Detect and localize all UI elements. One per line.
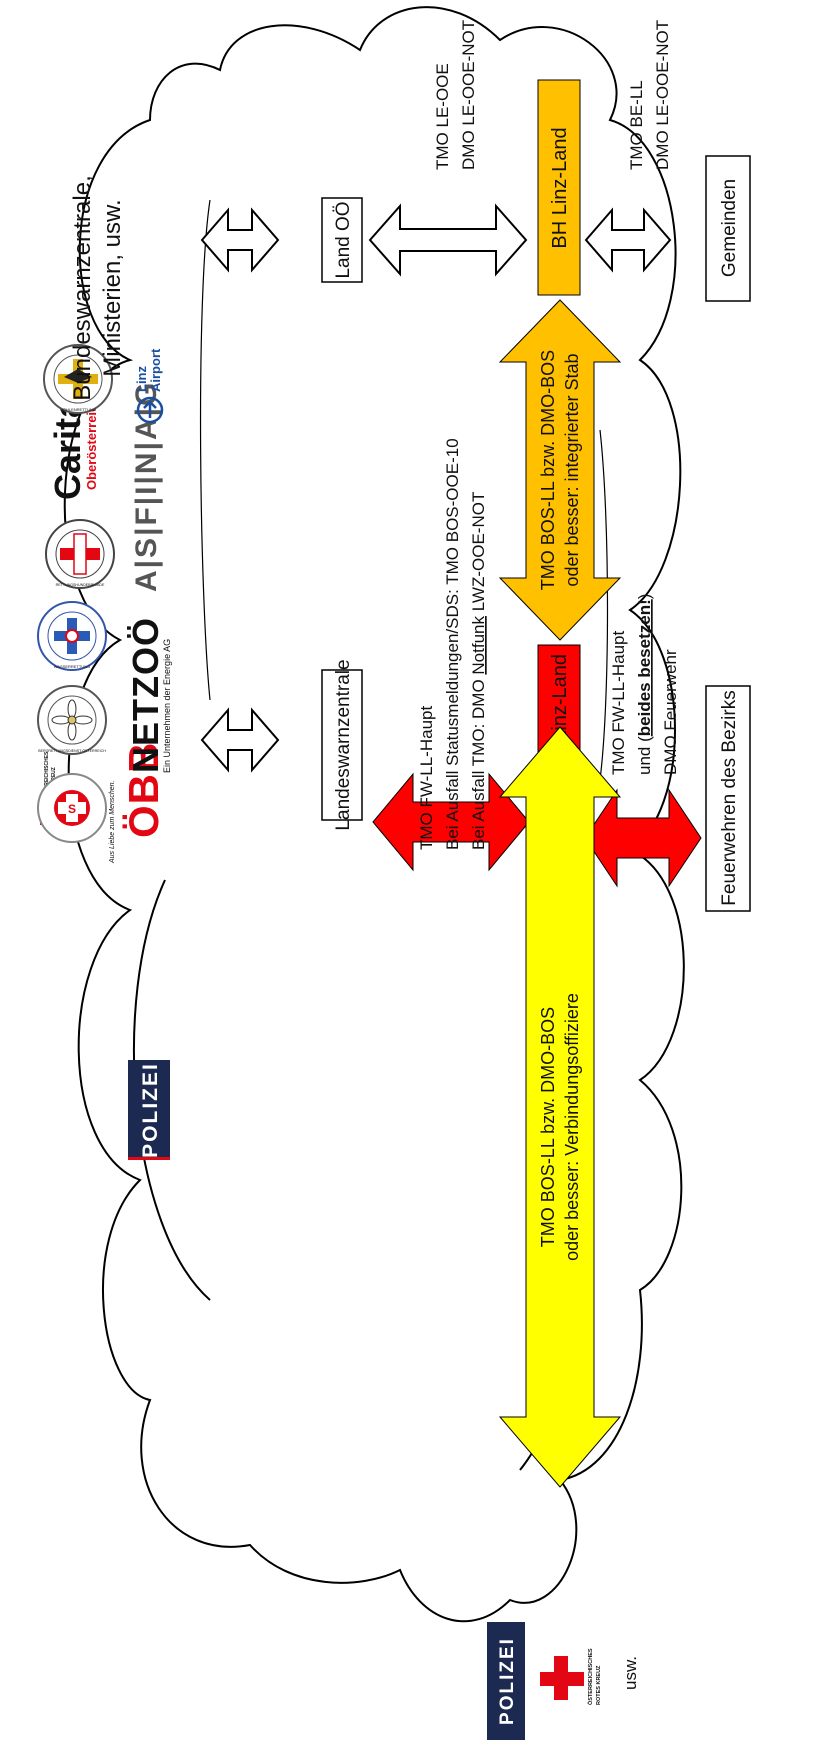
netz-oo-logo: NETZOÖ Ein Unternehmen der Energie AG (125, 617, 172, 773)
land-bh-text-line1: TMO LE-OOE (433, 63, 452, 170)
rotes-kreuz-line1: ÖSTERREICHISCHES (43, 751, 50, 803)
orange-arrow-text-line1: TMO BOS-LL bzw. DMO-BOS (538, 350, 558, 590)
bottom-red-cross-icon (540, 1656, 584, 1700)
node-landeswarnzentrale-label: Landeswarnzentrale (333, 659, 354, 830)
hollow-arrow-cloud-lwz (200, 707, 280, 773)
node-feuerwehren-label: Feuerwehren des Bezirks (719, 690, 740, 905)
bz-fw-text: TMO FW-LL-Haupt und (beides besetzen!) D… (609, 594, 680, 775)
rotes-kreuz-slogan: Aus Liebe zum Menschen. (109, 780, 116, 864)
bottom-polizei-logo-text: POLIZEI (497, 1637, 518, 1725)
yellow-arrow-text-line1: TMO BOS-LL bzw. DMO-BOS (538, 1007, 558, 1247)
edelweiss-icon (51, 699, 93, 741)
hollow-arrow-land-bh (368, 203, 528, 277)
lwz-bz-text-line3: Bei Ausfall TMO: DMO Notfunk LWZ-OOE-NOT (469, 492, 488, 850)
linz-airport-line2: Airport (148, 348, 163, 392)
lwz-bz-text-line3-b: Notfunk (469, 616, 488, 675)
hollow-arrow-cloud-land (200, 207, 280, 273)
linz-airport-logo: Linz Airport (134, 348, 164, 424)
bz-fw-text-line2-c: ) (635, 594, 654, 600)
yellow-arrow-text-line2: oder besser: Verbindungsoffiziere (562, 993, 582, 1261)
bz-fw-text-line2-b: beides besetzen! (635, 599, 654, 736)
asfinag-logo: A|S|F|I|N|A|G (130, 381, 163, 592)
bergrettung-logo: BERGRETTUNGSDIENST ÖSTERREICH (37, 685, 107, 755)
lwz-bz-text: TMO FW-LL-Haupt Bei Ausfall Statusmeldun… (417, 438, 488, 850)
yellow-arrow-lwz-bz: TMO BOS-LL bzw. DMO-BOS oder besser: Ver… (498, 726, 622, 1488)
hoehlenrettung-ring-text: HÖHLENRETTUNG (60, 407, 96, 412)
orange-arrow-bz-bh: TMO BOS-LL bzw. DMO-BOS oder besser: int… (498, 299, 622, 641)
oebb-logo-text: ÖBB (120, 742, 167, 838)
bz-fw-text-line1: TMO FW-LL-Haupt (609, 631, 628, 775)
bh-gem-text-line2: DMO LE-OOE-NOT (653, 20, 672, 170)
red-arrow-bz-fw (584, 788, 702, 888)
bz-fw-text-line2-a: und ( (635, 736, 654, 775)
wasserrettung-ring-text: WASSERRETTUNG (54, 664, 91, 669)
bottom-rotes-kreuz-line1: ÖSTERREICHISCHES (587, 1648, 594, 1705)
lwz-bz-text-line2: Bei Ausfall Statusmeldungen/SDS: TMO BOS… (443, 438, 462, 850)
linz-airport-line1: Linz (134, 366, 149, 392)
netz-oo-subtitle: Ein Unternehmen der Energie AG (162, 639, 172, 773)
bh-gem-text: TMO BE-LL DMO LE-OOE-NOT (627, 20, 672, 170)
rettungshunde-ring-text: RETTUNGSHUNDEBRIGADE (56, 583, 105, 587)
polizei-logo-text: POLIZEI (139, 1062, 162, 1158)
node-feuerwehren: Feuerwehren des Bezirks (705, 685, 751, 912)
hollow-arrow-bh-gemeinden (584, 207, 672, 273)
bottom-usw-text: usw. (621, 1656, 640, 1690)
node-bh-linz-land-label: BH Linz-Land (549, 127, 571, 248)
node-gemeinden: Gemeinden (705, 155, 751, 302)
land-bh-text-line2: DMO LE-OOE-NOT (459, 20, 478, 170)
bottom-polizei-logo: POLIZEI (487, 1622, 525, 1740)
land-bh-text: TMO LE-OOE DMO LE-OOE-NOT (433, 20, 478, 170)
cloud-text-line2: Ministerien, usw. (99, 199, 126, 376)
lwz-bz-text-line1: TMO FW-LL-Haupt (417, 706, 436, 850)
caritas-subtitle: Oberösterreich (84, 397, 99, 490)
node-bh-linz-land: BH Linz-Land (537, 79, 581, 296)
bh-gem-text-line1: TMO BE-LL (627, 80, 646, 170)
asfinag-logo-text: A|S|F|I|N|A|G (130, 381, 163, 592)
lwz-bz-text-line3-a: Bei Ausfall TMO: DMO (469, 675, 488, 850)
bottom-rotes-kreuz-logo: ÖSTERREICHISCHES ROTES KREUZ (540, 1648, 602, 1705)
node-gemeinden-label: Gemeinden (719, 179, 740, 277)
node-land-oo-label: Land OÖ (333, 201, 354, 278)
oebb-logo: ÖBB (120, 742, 167, 838)
wasserrettung-logo: WASSERRETTUNG (37, 601, 107, 671)
polizei-logo: POLIZEI (128, 1060, 170, 1160)
bz-fw-text-line2: und (beides besetzen!) (635, 594, 654, 775)
bottom-rotes-kreuz-line2: ROTES KREUZ (596, 1665, 602, 1705)
rettungshunde-logo: RETTUNGSHUNDEBRIGADE (45, 519, 115, 589)
cloud-text-line1: Bundeswarnzentrale, (69, 175, 96, 400)
node-landeswarnzentrale: Landeswarnzentrale (321, 659, 363, 831)
samariter-logo-text: S (68, 802, 76, 816)
node-land-oo: Land OÖ (321, 197, 363, 283)
bergrettung-ring-text: BERGRETTUNGSDIENST ÖSTERREICH (38, 749, 106, 753)
lwz-bz-text-line3-c: LWZ-OOE-NOT (469, 492, 488, 616)
orange-arrow-text-line2: oder besser: integrierter Stab (562, 353, 582, 586)
bz-fw-text-line3: DMO Feuerwehr (661, 649, 680, 775)
hoehlenrettung-logo: HÖHLENRETTUNG (43, 344, 113, 414)
netz-oo-logo-text: NETZOÖ (125, 617, 166, 773)
samariter-logo: S (37, 773, 107, 843)
